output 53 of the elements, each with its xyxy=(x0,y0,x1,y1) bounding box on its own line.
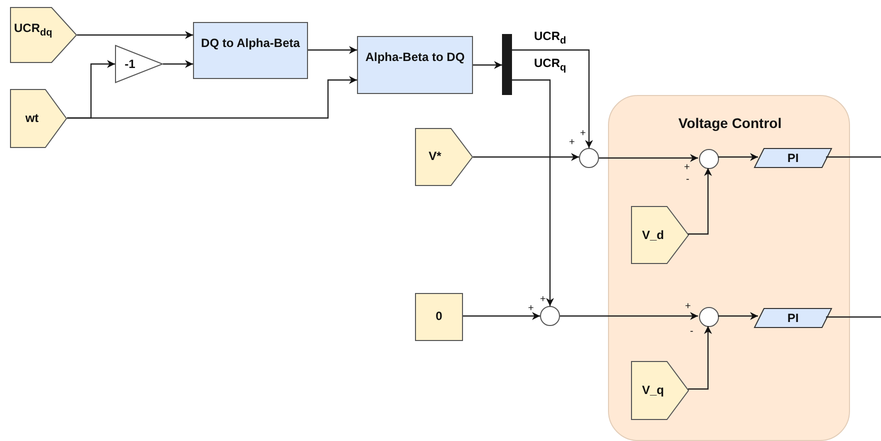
block-label: Alpha-Beta to DQ xyxy=(364,50,466,64)
connector-arrow xyxy=(560,312,698,320)
connector-arrow xyxy=(473,61,502,69)
constant-box xyxy=(415,293,463,341)
block-label: V_d xyxy=(640,228,665,242)
block-label: PI xyxy=(786,151,800,165)
input-port xyxy=(631,206,689,264)
block-label: -1 xyxy=(124,57,136,71)
input-port xyxy=(415,128,473,186)
sign-label: + xyxy=(580,129,586,139)
connector-arrow xyxy=(463,312,540,320)
sum-junction xyxy=(540,306,560,326)
block-label: 0 xyxy=(434,309,444,323)
sign-label: + xyxy=(684,163,690,173)
connector-arrow xyxy=(512,79,554,306)
connector-arrow xyxy=(512,49,593,148)
block-label: UCR$_{dq}$ xyxy=(14,21,54,40)
edge-label: UCR$_{q}$ xyxy=(533,56,568,76)
gain-triangle xyxy=(115,45,163,83)
connector-arrow xyxy=(67,76,357,119)
sign-label: + xyxy=(569,138,575,148)
sum-junction xyxy=(699,149,719,169)
connector-arrow xyxy=(599,154,698,162)
sign-label: + xyxy=(528,304,534,314)
sum-junction xyxy=(579,148,599,168)
process-box xyxy=(357,36,473,94)
connector-arrow xyxy=(688,168,712,235)
control-group xyxy=(608,95,850,441)
demux-bar xyxy=(502,34,512,95)
input-port xyxy=(10,89,67,148)
connector-arrow xyxy=(688,326,712,390)
sign-label: - xyxy=(690,327,694,337)
sum-junction xyxy=(699,307,719,327)
connector-arrow xyxy=(473,153,579,161)
pi-controller xyxy=(754,308,832,328)
connector-arrow xyxy=(163,60,193,68)
process-box xyxy=(193,22,308,79)
group-title: Voltage Control xyxy=(677,116,783,130)
input-port xyxy=(631,361,689,420)
block-label: PI xyxy=(786,311,800,325)
block-label: wt xyxy=(24,111,40,125)
connector-arrow xyxy=(718,153,758,161)
connector-arrow xyxy=(308,46,357,54)
pi-controller xyxy=(754,148,832,168)
block-label: V* xyxy=(428,149,442,163)
block-label: DQ to Alpha-Beta xyxy=(200,36,301,50)
sign-label: + xyxy=(540,295,546,305)
connector-arrow xyxy=(77,31,193,39)
sign-label: - xyxy=(686,175,690,185)
block-label: V_q xyxy=(640,383,665,397)
sign-label: + xyxy=(685,302,691,312)
input-port xyxy=(10,7,77,63)
connector-arrow xyxy=(718,312,758,320)
